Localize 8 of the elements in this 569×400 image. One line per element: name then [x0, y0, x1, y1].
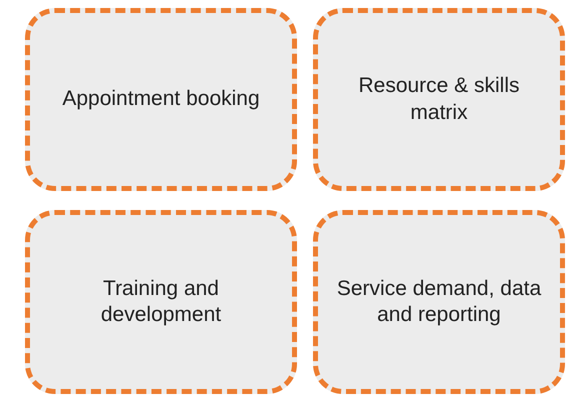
- process-box: [313, 8, 565, 191]
- box-label: Service demand, data and reporting: [336, 276, 542, 328]
- process-box: [313, 210, 565, 394]
- box-label: Resource & skills matrix: [357, 73, 521, 126]
- box-label: Appointment booking: [61, 86, 261, 112]
- box-label: Training and development: [100, 276, 222, 328]
- process-box: [25, 8, 297, 191]
- process-box: [25, 210, 297, 394]
